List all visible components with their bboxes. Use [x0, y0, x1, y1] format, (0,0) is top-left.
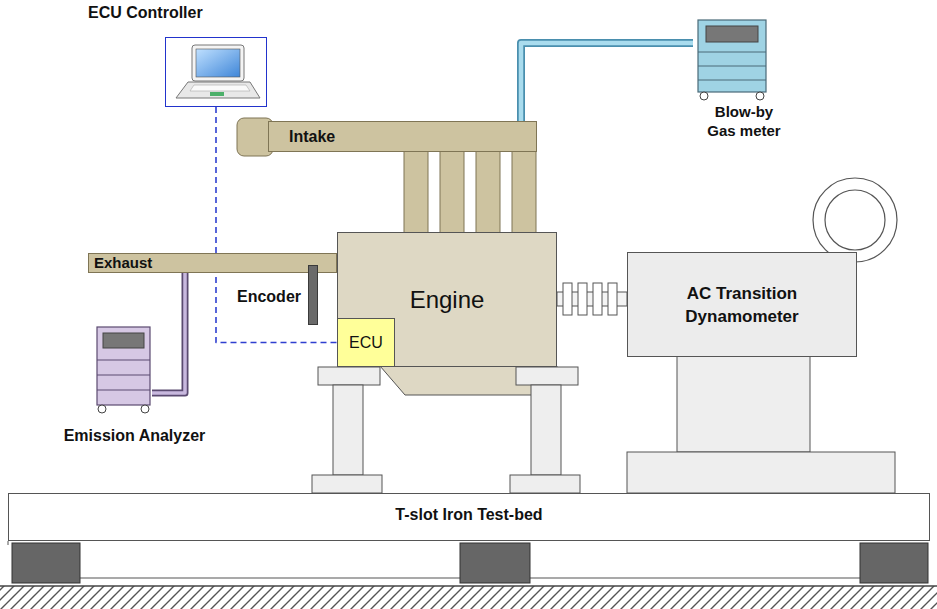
- bed-foot: [12, 543, 80, 583]
- gas-pipe: [521, 43, 693, 121]
- coupling-flange: [578, 283, 587, 315]
- dyno-wheel-inner: [825, 190, 885, 250]
- frame-rail: [530, 577, 860, 578]
- intake-runner: [512, 150, 536, 233]
- node-label: Blow-by Gas meter: [701, 102, 787, 140]
- node-label: T-slot Iron Test-bed: [395, 506, 542, 524]
- mount-cap: [318, 367, 380, 385]
- node-label: ECU: [349, 334, 383, 352]
- analyzer-drawer: [97, 390, 150, 391]
- intake-runner: [440, 150, 464, 233]
- analyzer-wheel: [98, 405, 106, 413]
- pipe-casing: [521, 43, 693, 121]
- laptop-keyboard: [190, 85, 250, 91]
- ecu-box: ECU: [337, 318, 395, 367]
- node-label: Intake: [269, 122, 536, 151]
- emission-analyzer: Emission Analyzer: [95, 325, 152, 412]
- bed-foot: [860, 543, 928, 583]
- node-label: ECU Controller: [88, 4, 203, 22]
- coupling-flange: [608, 283, 617, 315]
- meter-drawer: [698, 80, 766, 81]
- mount-foot: [510, 475, 580, 493]
- analyzer-drawer: [97, 375, 150, 376]
- laptop-touchpad: [210, 92, 224, 96]
- laptop-base: [176, 82, 260, 98]
- laptop-lid: [192, 45, 244, 81]
- intake-runner: [476, 150, 500, 233]
- dyno-base: [627, 452, 895, 493]
- frame-edge: [8, 541, 9, 545]
- coupling-flange: [593, 283, 602, 315]
- meter-wheel: [756, 92, 764, 100]
- mount-column: [531, 385, 561, 475]
- intake-pipe: Intake: [268, 121, 537, 152]
- meter-screen: [706, 26, 758, 42]
- analyzer-drawer: [97, 360, 150, 361]
- node-label: Emission Analyzer: [64, 427, 206, 445]
- meter-cabinet: [698, 20, 766, 92]
- encoder-disc: Encoder: [308, 265, 318, 325]
- controller-box: ECU Controller: [165, 37, 267, 107]
- exhaust-pipe: Exhaust: [88, 253, 337, 273]
- frame-rail: [80, 577, 460, 578]
- gas-pipe: [152, 273, 185, 393]
- ground-hatch: [0, 586, 937, 609]
- analyzer-cabinet: [97, 327, 150, 405]
- bed-foot: [460, 543, 530, 583]
- node-label: Exhaust: [89, 254, 336, 272]
- node-label: Encoder: [237, 288, 301, 306]
- ground-line: [0, 585, 937, 587]
- dyno-pedestal: [677, 356, 810, 452]
- dynamometer-box: AC Transition Dynamometer: [627, 252, 857, 357]
- analyzer-screen: [103, 333, 144, 348]
- mount-cap: [516, 367, 578, 385]
- mount-foot: [312, 475, 382, 493]
- test-bed: T-slot Iron Test-bed: [8, 493, 930, 541]
- analyzer-wheel: [141, 405, 149, 413]
- node-label: Engine: [410, 286, 485, 314]
- pipe-casing: [152, 273, 185, 393]
- gas-meter: Blow-by Gas meter: [693, 18, 771, 98]
- coupling-flange: [563, 283, 572, 315]
- node-label: AC Transition Dynamometer: [678, 282, 806, 328]
- meter-drawer: [698, 66, 766, 67]
- intake-runner: [404, 150, 428, 233]
- dyno-wheel: [813, 178, 897, 262]
- laptop-screen: [196, 49, 240, 77]
- meter-wheel: [700, 92, 708, 100]
- mount-column: [333, 385, 363, 475]
- meter-drawer: [698, 52, 766, 53]
- engine-block: ECU Engine: [337, 232, 557, 367]
